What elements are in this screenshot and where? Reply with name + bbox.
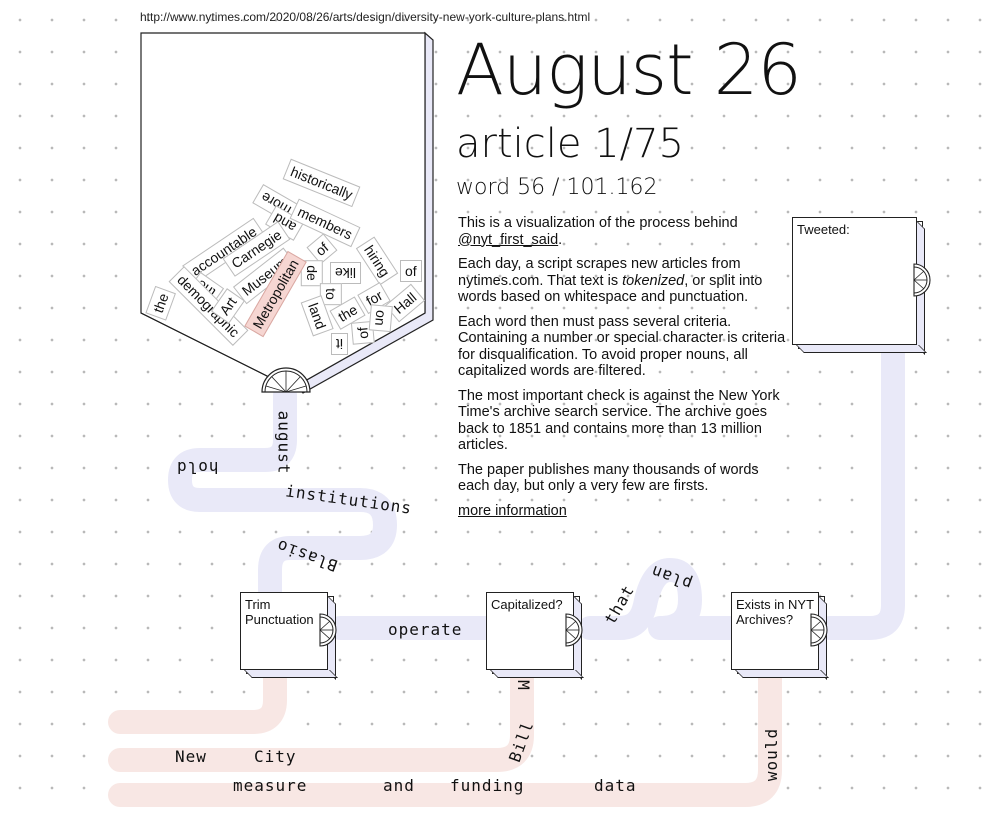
archive-check-box: Exists in NYT Archives? [731, 592, 829, 680]
text: , or split into words based on whitespac… [458, 272, 763, 306]
description-paragraph: Each day, a script scrapes new articles … [458, 256, 788, 306]
text: This is a visualization of the process b… [458, 215, 738, 231]
flow-word: would [762, 727, 782, 782]
valve-icon [319, 613, 337, 647]
box-label: Capitalized? [491, 597, 563, 612]
text: . [558, 231, 563, 248]
capitalized-box: Capitalized? [486, 592, 584, 680]
emphasis-text: tokenized [622, 272, 685, 289]
box-label: Tweeted: [797, 222, 850, 237]
valve-icon [565, 613, 583, 647]
description-paragraph: This is a visualization of the process b… [458, 215, 788, 248]
flow-word: data [594, 776, 637, 795]
text: Each day, a script scrapes new articles … [458, 256, 741, 289]
flow-word: M [513, 680, 533, 691]
page-title-date: August 26 [456, 29, 802, 111]
trim-punctuation-box: Trim Punctuation [240, 592, 338, 680]
hopper-word: it [331, 333, 348, 355]
article-url[interactable]: http://www.nytimes.com/2020/08/26/arts/d… [140, 10, 591, 24]
description-paragraph: Each word then must pass several criteri… [458, 313, 786, 380]
more-information-link[interactable]: more information [458, 502, 567, 519]
flow-word: measure [233, 776, 308, 795]
box-bottom [796, 345, 927, 353]
hopper-word: like [330, 262, 362, 284]
description: This is a visualization of the process b… [458, 215, 788, 527]
flow-word: august [274, 410, 294, 475]
pass-pipe-tweet [818, 336, 905, 640]
hopper-word: on [368, 304, 393, 332]
reject-pipe-trim [108, 663, 287, 734]
reject-pipe-archives [108, 660, 782, 807]
article-counter: article 1/75 [456, 121, 685, 167]
description-paragraph: The most important check is against the … [458, 387, 780, 454]
valve-icon [810, 613, 828, 647]
hopper-word: of [400, 260, 422, 282]
box-bottom [490, 670, 584, 678]
flow-word: New [175, 747, 207, 766]
pass-pipe-main [168, 383, 397, 612]
flow-word: operate [388, 620, 463, 639]
box-bottom [735, 670, 829, 678]
box-bottom [244, 670, 338, 678]
reject-pipe-capitalized [108, 658, 534, 772]
description-paragraph: The paper publishes many thousands of wo… [458, 461, 759, 495]
flow-word: hold [176, 458, 219, 477]
pass-pipe-loop [578, 558, 742, 640]
twitter-handle-link[interactable]: @nyt_first_said [458, 231, 559, 248]
box-label: Trim Punctuation [245, 597, 314, 627]
flow-word: funding [450, 776, 525, 795]
valve-icon [913, 263, 931, 297]
flow-word: and [383, 776, 415, 795]
hopper-valve-icon [261, 367, 311, 393]
word-counter: word 56 / 101.162 [456, 175, 658, 200]
flow-word: City [254, 747, 297, 766]
tweeted-box: Tweeted: [792, 217, 927, 355]
box-label: Exists in NYT Archives? [736, 597, 814, 627]
